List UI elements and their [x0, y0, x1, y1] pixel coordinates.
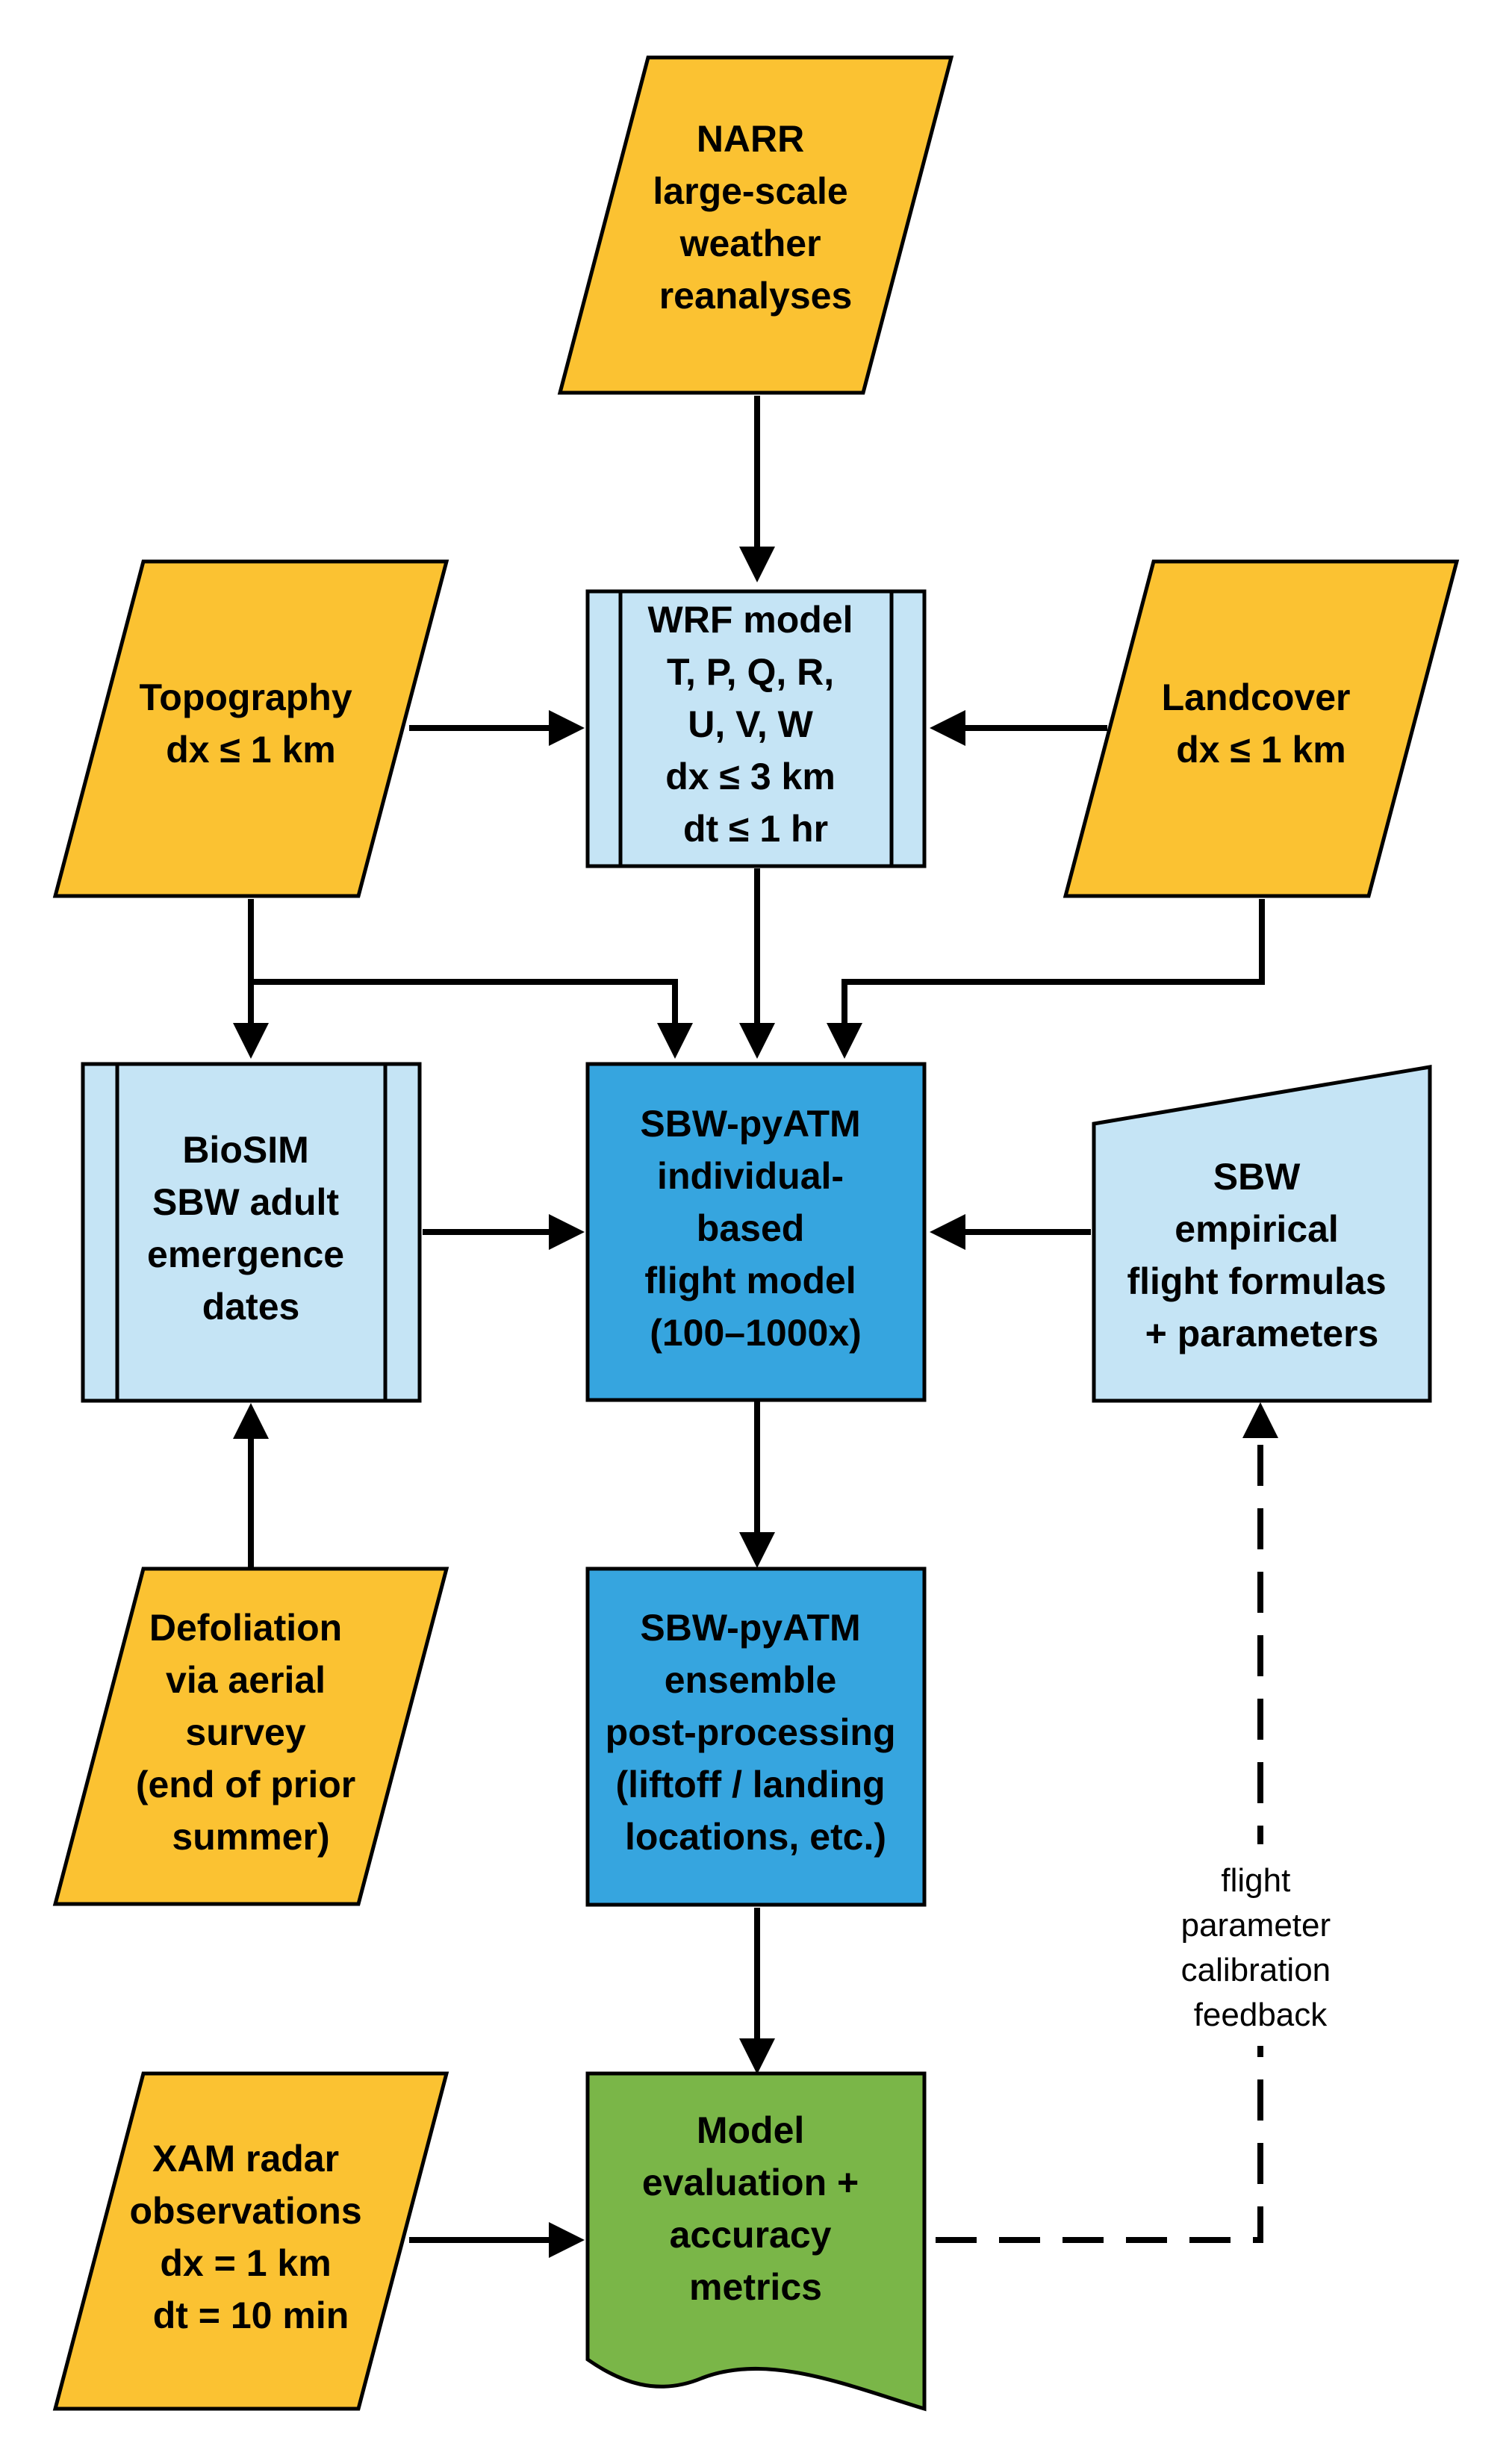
node-evaluation-line: evaluation + [642, 2162, 859, 2203]
node-landcover-shape [1063, 559, 1460, 898]
node-evaluation-shape [585, 2071, 927, 2412]
node-landcover-line: Landcover [1162, 676, 1351, 718]
edge-feedback-label-line: parameter [1181, 1907, 1331, 1944]
node-empirical-label: SBW empirical flight formulas + paramete… [1127, 1156, 1396, 1354]
node-defoliation-line: survey [185, 1711, 305, 1753]
node-defoliation: Defoliation via aerial survey (end of pr… [52, 1567, 449, 1906]
node-postprocessing-line: (liftoff / landing [616, 1764, 886, 1805]
node-narr-line: weather [679, 223, 821, 264]
node-defoliation-shape [52, 1567, 449, 1906]
node-empirical: SBW empirical flight formulas + paramete… [1092, 1065, 1432, 1403]
node-topography-line: Topography [139, 676, 352, 718]
node-radar-line: XAM radar [152, 2138, 339, 2180]
node-postprocessing-line: ensemble [665, 1659, 837, 1701]
node-evaluation-label: Model evaluation + accuracy metrics [642, 2109, 869, 2308]
node-wrf-line: U, V, W [688, 703, 813, 745]
node-empirical-line: empirical [1175, 1208, 1339, 1250]
node-flight-model-line: SBW-pyATM [640, 1103, 860, 1145]
node-landcover-line: dx ≤ 1 km [1176, 729, 1346, 771]
node-wrf-line: dx ≤ 3 km [665, 756, 836, 797]
node-landcover-label: Landcover dx ≤ 1 km [1162, 676, 1361, 771]
node-postprocessing: SBW-pyATM ensemble post-processing (lift… [585, 1567, 927, 1907]
edge-feedback-label-line: flight [1221, 1862, 1290, 1899]
node-flight-model: SBW-pyATM individual- based flight model… [585, 1062, 927, 1402]
node-postprocessing-line: post-processing [606, 1711, 896, 1753]
node-topography-label: Topography dx ≤ 1 km [139, 676, 362, 771]
node-narr-line: NARR [697, 118, 804, 160]
node-flight-model-line: based [697, 1207, 805, 1249]
node-flight-model-line: flight model [644, 1260, 856, 1301]
node-empirical-line: flight formulas [1127, 1260, 1386, 1302]
nodes: NARR large-scale weather reanalyses Topo… [52, 55, 1460, 2412]
node-narr-line: reanalyses [659, 275, 853, 317]
edge-feedback-label-group: flight parameter calibration feedback [1172, 1844, 1348, 2046]
edge-landcover-to-flight-model [827, 899, 1265, 1059]
node-postprocessing-label: SBW-pyATM ensemble post-processing (lift… [606, 1607, 906, 1858]
node-radar-label: XAM radar observations dx = 1 km dt = 10… [129, 2138, 372, 2336]
node-empirical-line: + parameters [1145, 1313, 1379, 1354]
node-wrf-label: WRF model T, P, Q, R, U, V, W dx ≤ 3 km … [648, 599, 864, 850]
node-empirical-shape [1092, 1065, 1432, 1403]
node-evaluation-line: accuracy [670, 2214, 832, 2256]
node-wrf-line: T, P, Q, R, [667, 651, 834, 693]
node-topography-line: dx ≤ 1 km [166, 729, 336, 771]
node-radar-line: dx = 1 km [160, 2242, 331, 2284]
edge-topography-to-flight-model [251, 979, 693, 1059]
node-biosim-line: BioSIM [182, 1129, 308, 1171]
node-biosim-line: dates [202, 1286, 300, 1328]
node-evaluation: Model evaluation + accuracy metrics [585, 2071, 927, 2412]
node-radar-shape [52, 2071, 449, 2411]
node-biosim-shape [81, 1062, 422, 1403]
node-flight-model-line: (100–1000x) [650, 1312, 862, 1354]
node-postprocessing-line: SBW-pyATM [640, 1607, 860, 1649]
node-biosim: BioSIM SBW adult emergence dates [81, 1062, 422, 1403]
node-biosim-line: SBW adult [152, 1181, 339, 1223]
node-postprocessing-shape [585, 1567, 927, 1907]
node-flight-model-line: individual- [657, 1155, 844, 1197]
node-wrf: WRF model T, P, Q, R, U, V, W dx ≤ 3 km … [585, 589, 927, 868]
node-flight-model-label: SBW-pyATM individual- based flight model… [640, 1103, 871, 1354]
node-topography-shape [52, 559, 449, 898]
edge-feedback-label-backdrop [1172, 1844, 1348, 2046]
node-evaluation-line: metrics [689, 2266, 822, 2308]
node-radar: XAM radar observations dx = 1 km dt = 10… [52, 2071, 449, 2411]
node-defoliation-line: via aerial [166, 1659, 326, 1701]
node-biosim-line: emergence [147, 1233, 344, 1275]
node-topography: Topography dx ≤ 1 km [52, 559, 449, 898]
node-defoliation-line: (end of prior [136, 1764, 355, 1805]
node-wrf-line: WRF model [648, 599, 853, 641]
node-evaluation-line: Model [697, 2109, 804, 2151]
node-narr-shape [557, 55, 954, 395]
node-radar-line: dt = 10 min [153, 2295, 349, 2336]
edge-feedback-label-line: feedback [1194, 1997, 1328, 2033]
node-landcover: Landcover dx ≤ 1 km [1063, 559, 1460, 898]
node-defoliation-line: summer) [172, 1816, 329, 1858]
node-narr-line: large-scale [653, 170, 847, 212]
node-defoliation-label: Defoliation via aerial survey (end of pr… [136, 1607, 366, 1858]
edge-evaluation-to-empirical-feedback [936, 1402, 1278, 2243]
edge-feedback-label-line: calibration [1181, 1952, 1331, 1988]
node-empirical-line: SBW [1213, 1156, 1301, 1198]
node-wrf-shape [585, 589, 927, 868]
edges [233, 396, 1278, 2258]
node-postprocessing-line: locations, etc.) [625, 1816, 886, 1858]
node-biosim-label: BioSIM SBW adult emergence dates [147, 1129, 355, 1328]
node-radar-line: observations [129, 2190, 361, 2232]
edge-feedback-label: flight parameter calibration feedback [1181, 1862, 1340, 2033]
node-flight-model-shape [585, 1062, 927, 1402]
node-defoliation-line: Defoliation [149, 1607, 342, 1649]
node-wrf-line: dt ≤ 1 hr [683, 808, 828, 850]
node-narr: NARR large-scale weather reanalyses [557, 55, 954, 395]
node-narr-label: NARR large-scale weather reanalyses [653, 118, 858, 317]
